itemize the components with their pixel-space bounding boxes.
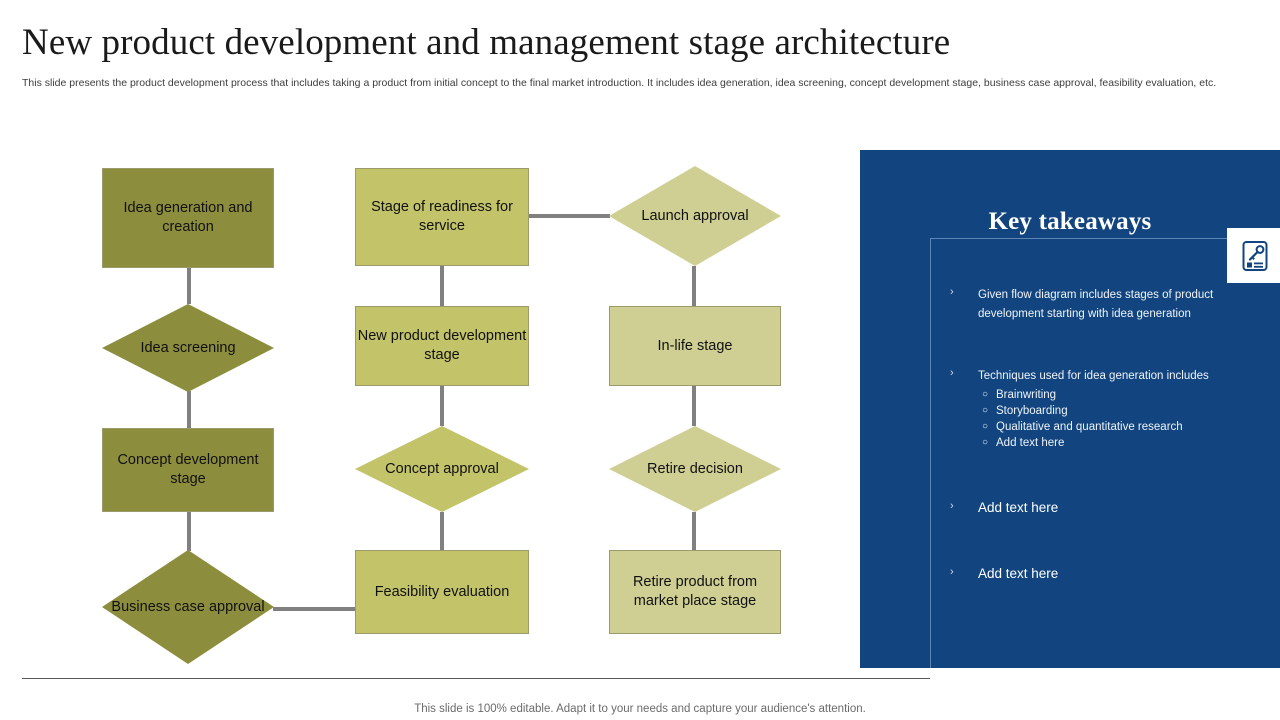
- flow-node-new-product-development-stage[interactable]: New product development stage: [355, 306, 529, 386]
- flow-node-idea-screening[interactable]: Idea screening: [102, 304, 274, 392]
- key-takeaways-panel: Key takeaways › Given flow diagram inclu…: [860, 150, 1280, 668]
- page-title: New product development and management s…: [22, 22, 951, 63]
- list-item[interactable]: › Given flow diagram includes stages of …: [950, 285, 1270, 322]
- footer-note: This slide is 100% editable. Adapt it to…: [414, 703, 866, 715]
- flow-node-label: Feasibility evaluation: [374, 583, 510, 600]
- sub-list-item-text: Brainwriting: [996, 388, 1057, 401]
- flow-node-label: In-life stage: [657, 337, 733, 354]
- flow-node-idea-generation-and-creation[interactable]: Idea generation and creation: [102, 168, 274, 268]
- connector-c2-n3-n4: [440, 512, 444, 550]
- sub-list-item[interactable]: ○ Brainwriting: [982, 387, 1270, 403]
- list-item[interactable]: › Add text here: [950, 499, 1270, 517]
- footer-divider: [22, 678, 930, 679]
- flow-node-label: New product development stage: [357, 328, 527, 363]
- flow-node-label: Idea generation and creation: [123, 200, 253, 235]
- circle-bullet-icon: ○: [982, 436, 989, 448]
- list-item-text: Add text here: [978, 565, 1059, 581]
- chevron-right-icon: ›: [950, 499, 954, 512]
- circle-bullet-icon: ○: [982, 404, 989, 416]
- connector-c3-n3-n4: [692, 512, 696, 550]
- flow-node-concept-approval[interactable]: Concept approval: [355, 426, 529, 512]
- flow-node-in-life-stage[interactable]: In-life stage: [609, 306, 781, 386]
- flow-diagram: Idea generation and creation Idea screen…: [0, 140, 860, 670]
- connector-c3-n2-n3: [692, 386, 696, 426]
- list-item-text: Add text here: [978, 499, 1059, 515]
- connector-c1-n2-n3: [187, 391, 191, 429]
- slide-subtitle: This slide presents the product developm…: [22, 77, 1217, 89]
- connector-c1-to-c2: [273, 607, 356, 611]
- sub-list-item[interactable]: ○ Qualitative and quantitative research: [982, 419, 1270, 435]
- connector-c1-n3-n4: [187, 511, 191, 551]
- circle-bullet-icon: ○: [982, 420, 989, 432]
- flow-node-label: Retire decision: [647, 460, 743, 477]
- sub-list-item[interactable]: ○ Storyboarding: [982, 403, 1270, 419]
- circle-bullet-icon: ○: [982, 388, 989, 400]
- sub-list-item-text: Storyboarding: [996, 404, 1068, 417]
- sub-list: ○ Brainwriting ○ Storyboarding ○ Qualita…: [982, 387, 1270, 451]
- chevron-right-icon: ›: [950, 286, 954, 298]
- flow-node-retire-decision[interactable]: Retire decision: [609, 426, 781, 512]
- list-item-text: Given flow diagram includes stages of pr…: [978, 289, 1214, 320]
- list-item[interactable]: › Techniques used for idea generation in…: [950, 366, 1270, 451]
- key-takeaways-heading: Key takeaways: [988, 208, 1152, 235]
- flow-node-label: Retire product from market place stage: [632, 574, 758, 609]
- flow-node-feasibility-evaluation[interactable]: Feasibility evaluation: [355, 550, 529, 634]
- key-takeaways-inner-frame: [930, 238, 1280, 668]
- chevron-right-icon: ›: [950, 565, 954, 578]
- spacer: [978, 523, 1270, 565]
- connector-c2-n2-n3: [440, 386, 444, 426]
- flow-node-label: Business case approval: [111, 598, 265, 615]
- spacer: [978, 457, 1270, 499]
- flow-node-label: Idea screening: [140, 339, 236, 356]
- spacer: [978, 328, 1270, 366]
- flow-node-label: Stage of readiness for service: [371, 199, 513, 234]
- flow-node-business-case-approval[interactable]: Business case approval: [102, 550, 274, 664]
- list-item-text: Techniques used for idea generation incl…: [978, 370, 1209, 382]
- flow-node-label: Concept development stage: [117, 452, 259, 487]
- connector-c2-n1-n2: [440, 266, 444, 306]
- flow-node-stage-of-readiness-for-service[interactable]: Stage of readiness for service: [355, 168, 529, 266]
- flow-node-concept-development-stage[interactable]: Concept development stage: [102, 428, 274, 512]
- connector-c2-to-c3: [528, 214, 610, 218]
- sub-list-item[interactable]: ○ Add text here: [982, 435, 1270, 451]
- key-document-icon: [1227, 228, 1280, 283]
- flow-node-retire-product-from-market-place-stage[interactable]: Retire product from market place stage: [609, 550, 781, 634]
- connector-c3-n1-n2: [692, 266, 696, 306]
- chevron-right-icon: ›: [950, 367, 954, 379]
- flow-node-label: Concept approval: [385, 460, 499, 477]
- sub-list-item-text: Add text here: [996, 436, 1065, 449]
- sub-list-item-text: Qualitative and quantitative research: [996, 420, 1183, 433]
- list-item[interactable]: › Add text here: [950, 565, 1270, 583]
- flow-node-launch-approval[interactable]: Launch approval: [609, 166, 781, 266]
- flow-node-label: Launch approval: [641, 207, 749, 224]
- connector-c1-n1-n2: [187, 268, 191, 304]
- key-takeaways-list: › Given flow diagram includes stages of …: [950, 285, 1270, 589]
